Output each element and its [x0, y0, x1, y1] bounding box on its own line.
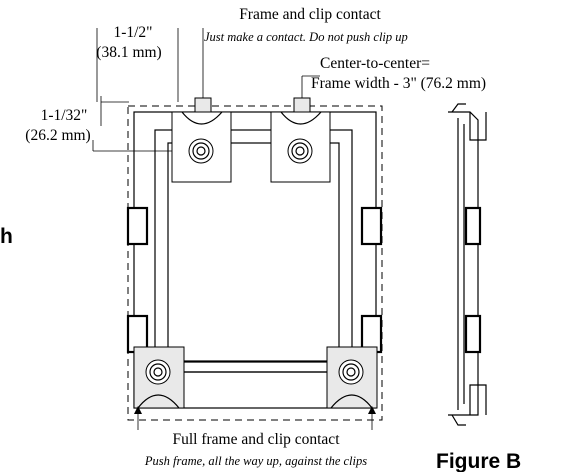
side-profile-outer: [448, 111, 479, 416]
horizontal-dimension-imperial: 1-1/2": [113, 24, 152, 41]
frame-inner: [167, 142, 340, 362]
side-tab: [126, 206, 149, 246]
clip-tab: [194, 97, 212, 113]
plate-outline: [133, 111, 377, 409]
side-tab: [464, 206, 482, 246]
top-right-clip: [270, 111, 331, 183]
front-view: [126, 97, 383, 430]
side-top-lip: [451, 103, 466, 113]
top-contact-note: Just make a contact. Do not push clip up: [204, 30, 408, 44]
horizontal-dimension-metric: (38.1 mm): [96, 44, 161, 61]
side-view: [448, 103, 487, 426]
wall-box-outline: [127, 105, 383, 421]
top-left-clip: [171, 111, 232, 183]
side-bottom-lip: [451, 414, 466, 426]
bottom-contact-note: Push frame, all the way up, against the …: [144, 454, 367, 468]
cropped-margin-text: h: [0, 225, 13, 248]
vertical-dimension-imperial: 1-1/32": [41, 107, 88, 124]
bottom-left-clip: [133, 346, 185, 409]
center-to-center-label: Center-to-center=: [320, 55, 430, 72]
vertical-dimension-metric: (26.2 mm): [25, 127, 90, 144]
pointer-arrowhead: [134, 406, 142, 414]
side-top-clip: [469, 112, 487, 141]
center-to-center-formula: Frame width - 3" (76.2 mm): [311, 75, 486, 92]
bottom-contact-title: Full frame and clip contact: [173, 431, 341, 448]
pointer-arrowhead: [368, 406, 376, 414]
clip-tab: [293, 97, 311, 113]
bottom-right-clip: [326, 346, 378, 409]
figure-caption: Figure B: [436, 450, 521, 472]
side-tab: [360, 206, 383, 246]
top-contact-title: Frame and clip contact: [239, 6, 381, 23]
side-tab: [464, 314, 482, 354]
side-bottom-clip: [469, 384, 487, 415]
